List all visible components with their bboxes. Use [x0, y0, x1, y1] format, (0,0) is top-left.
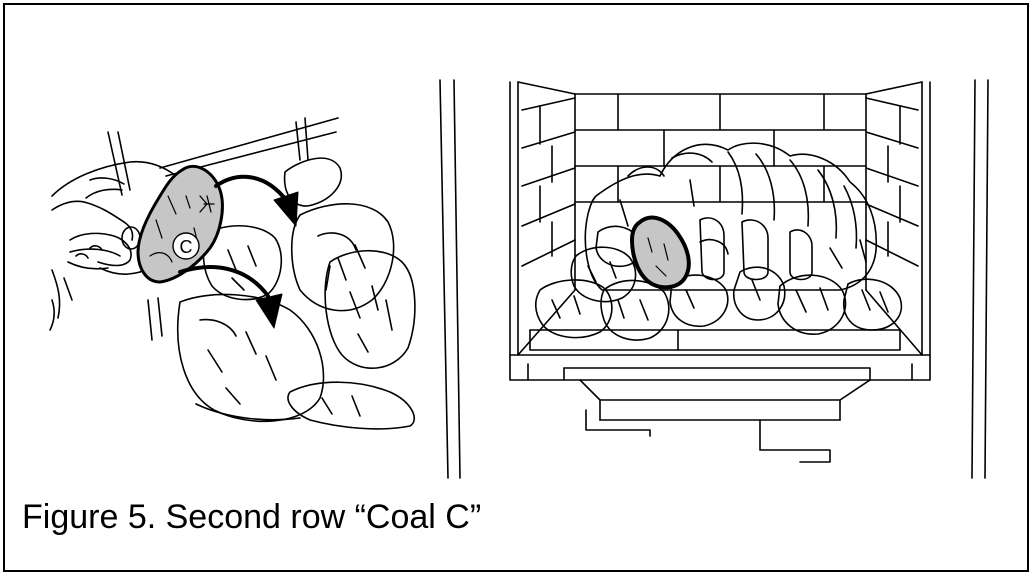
coal-c-letter: C	[180, 237, 193, 257]
fireplace-overview	[440, 80, 988, 478]
hand-placing-coal-detail	[50, 118, 415, 429]
coal-c-symbol: C	[173, 233, 199, 259]
figure-caption: Figure 5. Second row “Coal C”	[22, 500, 481, 534]
coal-c-placed-in-fire	[632, 218, 689, 288]
coal-c-in-hand	[138, 166, 222, 282]
